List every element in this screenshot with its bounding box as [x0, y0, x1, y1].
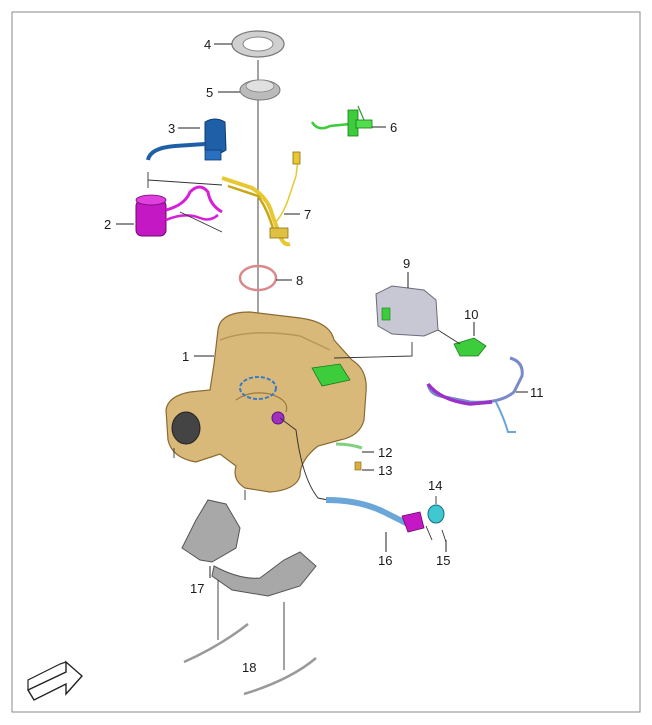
part-1-fuel-tank[interactable] [165, 311, 367, 500]
callout-15: 15 [436, 553, 450, 568]
part-5-seal[interactable] [239, 79, 281, 101]
part-2-fuel-pump[interactable] [135, 172, 223, 237]
part-10-valve[interactable] [437, 329, 487, 357]
diagram-border [11, 11, 641, 713]
callout-16: 16 [378, 553, 392, 568]
part-7-fuel-line-assembly[interactable] [221, 151, 301, 247]
part-6-level-sensor[interactable] [310, 105, 373, 137]
callout-14: 14 [428, 478, 442, 493]
callout-10: 10 [464, 307, 478, 322]
direction-arrow-icon [27, 660, 83, 701]
callout-7: 7 [304, 207, 311, 222]
part-11-vent-hose[interactable] [426, 356, 524, 433]
part-9-bracket[interactable] [333, 285, 439, 359]
callout-2: 2 [104, 217, 111, 232]
part-8-o-ring[interactable] [238, 264, 278, 292]
part-13-bolt[interactable] [354, 461, 362, 471]
part-3-fuel-filter[interactable] [146, 118, 227, 161]
part-18-tank-straps[interactable] [183, 580, 317, 696]
callout-3: 3 [168, 121, 175, 136]
callout-9: 9 [403, 256, 410, 271]
callout-1: 1 [182, 349, 189, 364]
part-17-heat-shield[interactable] [181, 499, 317, 597]
part-14-filler-cap[interactable] [427, 496, 445, 524]
callout-17: 17 [190, 581, 204, 596]
callout-13: 13 [378, 463, 392, 478]
callout-8: 8 [296, 273, 303, 288]
callout-6: 6 [390, 120, 397, 135]
callout-4: 4 [204, 37, 211, 52]
callout-11: 11 [530, 385, 544, 400]
part-16-filler-pipe[interactable] [279, 417, 425, 533]
callout-5: 5 [206, 85, 213, 100]
callout-18: 18 [242, 660, 256, 675]
part-4-locking-ring[interactable] [231, 30, 285, 58]
part-15-screws[interactable] [425, 525, 447, 543]
callout-12: 12 [378, 445, 392, 460]
part-12-hose[interactable] [335, 442, 363, 450]
